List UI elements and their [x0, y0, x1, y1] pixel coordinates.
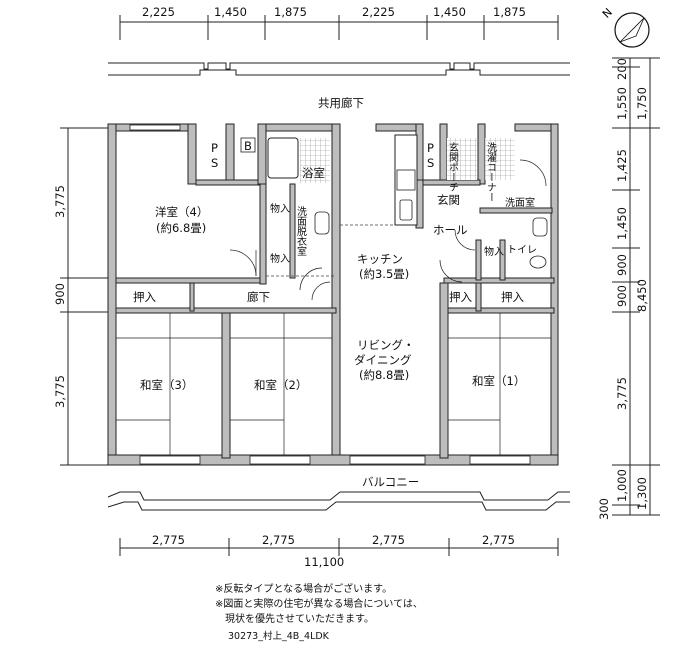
kitchen-size: (約3.5畳): [359, 267, 409, 281]
tatami-lines: [116, 313, 551, 455]
bottom-dimension-line: 2,775 2,775 2,775 2,775 11,100: [119, 533, 559, 569]
oshiire-c-label: 押入: [501, 290, 524, 304]
right-dim-1450: 1,450: [615, 207, 629, 240]
living-size: (約8.8畳): [359, 368, 409, 382]
balcony-label: バルコニー: [362, 475, 419, 489]
door-swings: [229, 159, 547, 301]
laundry-corner-label: 洗濯コーナー: [485, 142, 497, 202]
toilet-label: トイレ: [507, 245, 537, 256]
dining-label: ダイニング: [354, 353, 412, 367]
right-dim-900a: 900: [615, 254, 629, 276]
top-dim-4: 2,225: [362, 5, 395, 19]
top-dimension-line: 2,225 1,450 1,875 2,225 1,450 1,875: [119, 5, 559, 40]
bottom-dim-3: 2,775: [372, 533, 405, 547]
outer-walls: [107, 123, 559, 466]
right-dim-1300: 1,300: [635, 477, 649, 510]
ps2-p: P: [427, 141, 434, 155]
left-dimension-line: 3,775 900 3,775: [53, 127, 110, 466]
note-3: 現状を優先させていただきます。: [215, 614, 374, 625]
ps2-s: S: [427, 156, 434, 170]
bottom-dim-2: 2,775: [262, 533, 295, 547]
storage-c-label: 物入: [484, 245, 504, 258]
kitchen-label: キッチン: [357, 252, 403, 266]
washitsu1-label: 和室（1）: [472, 374, 525, 388]
laundry-floor: [485, 138, 515, 180]
right-dim-300: 300: [597, 498, 611, 520]
top-dim-1: 2,225: [142, 5, 175, 19]
ps1-s: S: [211, 156, 218, 170]
top-dim-2: 1,450: [214, 5, 247, 19]
washitsu3-label: 和室（3）: [140, 378, 193, 392]
right-dim-900b: 900: [615, 285, 629, 307]
north-compass: N: [600, 6, 650, 48]
balcony-railing: [107, 491, 570, 511]
b-box: [240, 137, 256, 153]
note-2: ※図面と実際の住宅が異なる場合については、: [215, 599, 423, 610]
toilet-icon: [529, 255, 547, 269]
common-corridor-label: 共用廊下: [318, 96, 364, 110]
oshiire-b-label: 押入: [449, 290, 472, 304]
bottom-dim-1: 2,775: [152, 533, 185, 547]
right-dimension-lines: 200 1,550 1,425 1,450 900 900 3,775 1,00…: [597, 57, 660, 520]
washbasin-icon: [314, 211, 330, 235]
top-dim-6: 1,875: [493, 5, 526, 19]
interior-walls: [115, 134, 555, 459]
genkan-floor: [447, 138, 477, 180]
right-dim-1750: 1,750: [635, 87, 649, 120]
living-label: リビング・: [357, 338, 415, 352]
room-labels: 洋室（4） (約6.8畳) P S P S B 浴室 物入 物入 洗面脱衣室 キ…: [133, 137, 537, 392]
ps1-p: P: [211, 141, 218, 155]
top-dim-5: 1,450: [433, 5, 466, 19]
right-dim-1550: 1,550: [615, 87, 629, 120]
note-1: ※反転タイプとなる場合がございます。: [215, 584, 393, 595]
bottom-dim-4: 2,775: [482, 533, 515, 547]
storage-b-label: 物入: [270, 252, 290, 265]
right-dim-200: 200: [615, 58, 629, 80]
hall-label: ホール: [433, 223, 468, 237]
b-label: B: [244, 139, 252, 153]
storage-a-label: 物入: [270, 202, 290, 215]
right-dim-8450: 8,450: [635, 279, 649, 312]
genkan-label: 玄関: [437, 193, 460, 207]
plan-code: 30273_村上_4B_4LDK: [228, 631, 329, 642]
bath-floor: [300, 138, 330, 183]
left-dim-1: 3,775: [53, 185, 67, 218]
common-corridor-railing: [108, 62, 570, 76]
right-dim-3775: 3,775: [615, 377, 629, 410]
north-icon: N: [600, 6, 615, 21]
oshiire-a-label: 押入: [133, 290, 156, 304]
washitsu2-label: 和室（2）: [254, 378, 307, 392]
left-dim-3: 3,775: [53, 375, 67, 408]
top-dim-3: 1,875: [274, 5, 307, 19]
yoshitsu-label: 洋室（4）: [155, 205, 208, 219]
senmen-datsui-label: 洗面脱衣室: [295, 206, 307, 256]
rouka-label: 廊下: [247, 290, 270, 304]
washroom-label: 洗面室: [505, 196, 535, 209]
bath-label: 浴室: [302, 166, 325, 180]
washbasin2-icon: [532, 217, 548, 237]
yoshitsu-size: (約6.8畳): [156, 221, 206, 235]
left-dim-2: 900: [53, 283, 67, 305]
right-dim-1000: 1,000: [615, 469, 629, 502]
bottom-total: 11,100: [304, 555, 344, 569]
genkan-porch-label: 玄関ポーチ: [447, 141, 459, 192]
right-dim-1425: 1,425: [615, 149, 629, 182]
bathtub: [267, 137, 299, 179]
